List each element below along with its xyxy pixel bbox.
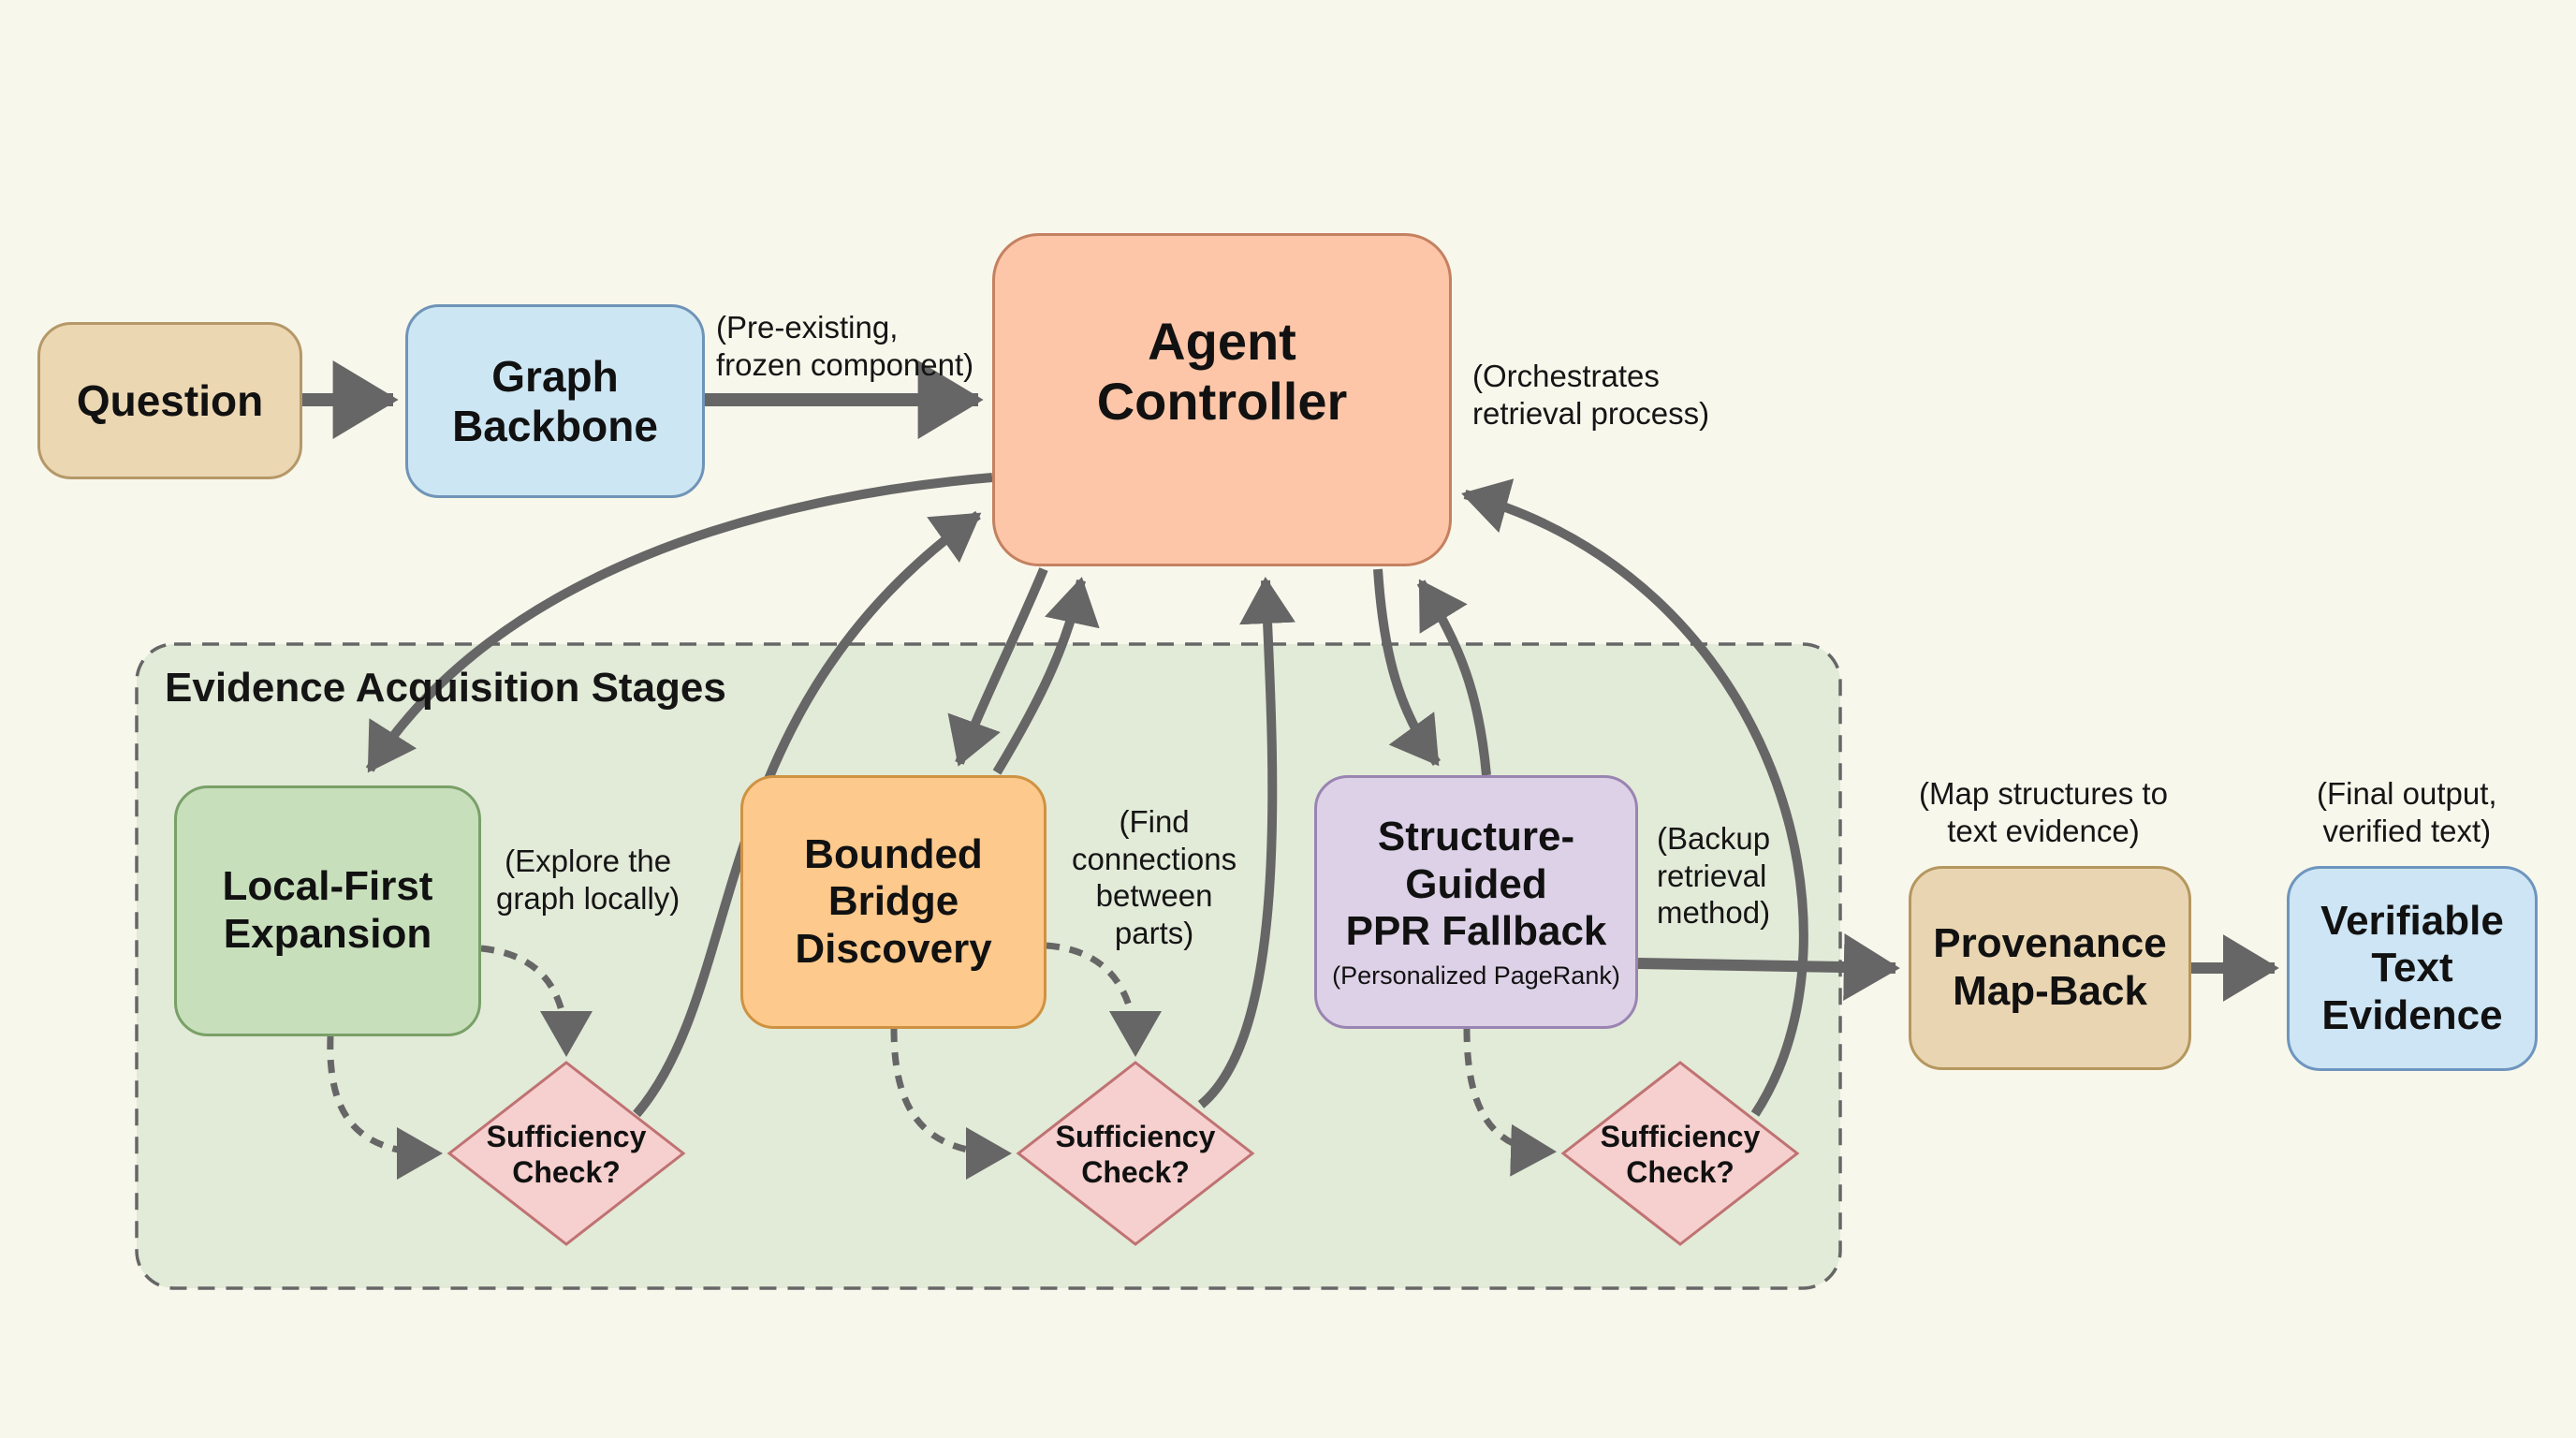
diamond-3-line-2: Check? bbox=[1626, 1155, 1734, 1190]
arrow-controller-to-structure-guided bbox=[1373, 568, 1442, 767]
structure-guided-subtitle: (Personalized PageRank) bbox=[1332, 961, 1620, 990]
graph-backbone-label-2: Backbone bbox=[452, 401, 658, 450]
structure-guided-label-1: Structure- bbox=[1377, 814, 1575, 860]
diamond-1-line-2: Check? bbox=[512, 1155, 621, 1190]
arrow-bounded-bridge-to-controller bbox=[992, 577, 1100, 775]
sufficiency-check-label-3: Sufficiency Check? bbox=[1577, 1119, 1783, 1191]
dashed-arrow-structure-guided-bottom-to-check3 bbox=[1463, 1028, 1557, 1177]
dashed-arrow-bounded-bridge-right-to-check2 bbox=[1046, 942, 1162, 1057]
dashed-arrow-local-first-right-to-check1 bbox=[480, 945, 593, 1057]
dashed-arrow-bounded-bridge-bottom-to-check2 bbox=[890, 1028, 1012, 1180]
sufficiency-check-diamond-3 bbox=[1560, 1061, 1800, 1246]
local-first-expansion-node: Local-First Expansion bbox=[174, 785, 481, 1036]
provenance-label-2: Map-Back bbox=[1953, 968, 2147, 1014]
arrow-check2-to-controller bbox=[1197, 577, 1296, 1108]
sufficiency-check-diamond-2 bbox=[1016, 1061, 1255, 1246]
diamond-3-line-1: Sufficiency bbox=[1600, 1120, 1761, 1153]
annotation-verifiable: (Final output, verified text) bbox=[2317, 776, 2497, 848]
local-first-label-1: Local-First bbox=[222, 863, 433, 910]
arrow-structure-guided-to-provenance bbox=[1637, 933, 1900, 1001]
arrow-check3-to-controller bbox=[1461, 478, 1808, 1117]
bounded-bridge-label-3: Discovery bbox=[795, 925, 992, 972]
diamond-2-line-2: Check? bbox=[1081, 1155, 1190, 1190]
annotation-agent-controller: (Orchestrates retrieval process) bbox=[1472, 359, 1710, 431]
provenance-map-back-node: Provenance Map-Back bbox=[1909, 866, 2191, 1070]
sufficiency-check-label-2: Sufficiency Check? bbox=[1032, 1119, 1238, 1191]
question-node: Question bbox=[37, 322, 302, 479]
structure-guided-label-3: PPR Fallback bbox=[1345, 908, 1607, 955]
question-label: Question bbox=[76, 375, 264, 425]
group-title: Evidence Acquisition Stages bbox=[165, 665, 726, 711]
annotation-local-first: (Explore the graph locally) bbox=[496, 844, 681, 916]
local-first-label-2: Expansion bbox=[223, 911, 432, 957]
sufficiency-check-diamond-1 bbox=[446, 1061, 686, 1246]
agent-controller-label-2: Controller bbox=[1096, 372, 1348, 431]
annotation-bounded-bridge: (Find connections between parts) bbox=[1072, 804, 1237, 950]
annotation-graph-backbone: (Pre-existing, frozen component) bbox=[716, 310, 974, 382]
verifiable-label-1: Verifiable bbox=[2320, 897, 2504, 944]
annotation-provenance: (Map structures to text evidence) bbox=[1919, 776, 2168, 848]
bounded-bridge-label-1: Bounded bbox=[804, 830, 983, 877]
verifiable-text-evidence-node: Verifiable Text Evidence bbox=[2287, 866, 2538, 1071]
bounded-bridge-label-2: Bridge bbox=[827, 878, 959, 925]
verifiable-label-2: Text bbox=[2371, 945, 2453, 991]
agent-controller-label-1: Agent bbox=[1148, 311, 1296, 371]
annotation-structure-guided: (Backup retrieval method) bbox=[1657, 821, 1771, 931]
provenance-label-1: Provenance bbox=[1933, 920, 2167, 967]
arrow-controller-to-bounded-bridge bbox=[947, 567, 1048, 767]
arrow-structure-guided-to-controller bbox=[1416, 579, 1491, 776]
verifiable-label-3: Evidence bbox=[2321, 991, 2503, 1038]
diamond-2-line-1: Sufficiency bbox=[1055, 1120, 1216, 1153]
graph-backbone-label-1: Graph bbox=[491, 351, 619, 401]
sufficiency-check-label-1: Sufficiency Check? bbox=[463, 1119, 669, 1191]
agent-controller-node: Agent Controller bbox=[992, 233, 1452, 566]
graph-backbone-node: Graph Backbone bbox=[405, 304, 705, 498]
dashed-arrow-local-first-bottom-to-check1 bbox=[327, 1035, 443, 1180]
diamond-1-line-1: Sufficiency bbox=[486, 1120, 647, 1153]
structure-guided-ppr-node: Structure- Guided PPR Fallback (Personal… bbox=[1314, 775, 1638, 1029]
arrow-controller-to-local-first bbox=[365, 473, 993, 773]
structure-guided-label-2: Guided bbox=[1405, 860, 1547, 907]
bounded-bridge-discovery-node: Bounded Bridge Discovery bbox=[740, 775, 1046, 1029]
